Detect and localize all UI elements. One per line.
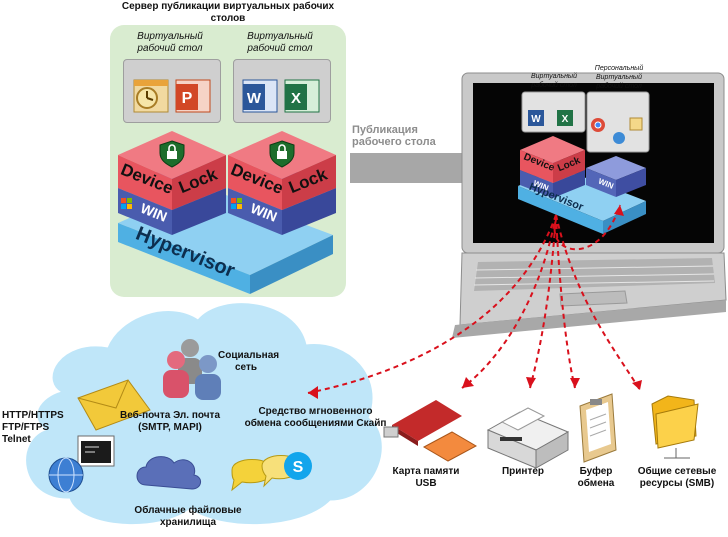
im-label: Средство мгновенного обмена сообщениями … <box>244 406 387 429</box>
devicelock-layer-right <box>228 131 336 210</box>
laptop-personal-label: Персональный Виртуальный рабочий стол <box>594 65 644 90</box>
lock-shield-icon <box>159 140 185 168</box>
windows-flag-icon <box>231 198 242 209</box>
excel-icon-small: X <box>557 110 573 126</box>
skype-icon: S <box>284 452 312 480</box>
envelope-icon <box>77 379 151 431</box>
outlook-calendar-icon <box>133 79 169 113</box>
terminal-icon <box>77 435 115 467</box>
usb-drive-icon <box>383 400 462 446</box>
windows-flag-icon <box>121 198 132 209</box>
svg-text:P: P <box>182 90 193 107</box>
svg-text:X: X <box>291 90 301 107</box>
clipboard-icon <box>579 393 617 463</box>
chrome-icon <box>591 118 605 132</box>
powerpoint-icon: P <box>175 79 211 113</box>
laptop-win-right <box>586 156 646 197</box>
excel-icon: X <box>284 79 320 113</box>
calendar-icon-small <box>629 117 643 131</box>
memory-card-icon <box>422 431 478 462</box>
webmail-label: Веб-почта Эл. почта (SMTP, MAPI) <box>119 410 221 433</box>
svg-text:S: S <box>293 459 304 476</box>
laptop-vdesk-label: Виртуальный рабочий стол <box>531 73 577 89</box>
server-title: Сервер публикации виртуальных рабочих ст… <box>121 1 335 24</box>
arrowheads <box>308 205 642 399</box>
protocols-label: HTTP/HTTPS FTP/FTPS Telnet <box>2 410 64 445</box>
thunderbird-icon <box>613 132 625 144</box>
clipboard-label: Буфер обмена <box>577 466 615 489</box>
printer-icon <box>486 407 570 469</box>
word-icon: W <box>242 79 278 113</box>
shares-label: Общие сетевые ресурсы (SMB) <box>637 466 717 489</box>
block-arrows <box>307 204 641 394</box>
publish-label: Публикация рабочего стола <box>352 124 436 148</box>
word-icon-small: W <box>528 110 544 126</box>
cloud-storage-icon <box>136 456 201 490</box>
globe-icon <box>48 457 84 493</box>
vdesk2-label: Виртуальный рабочий стол <box>247 31 313 54</box>
lock-shield-icon <box>269 140 295 168</box>
laptop-devicelock <box>520 136 585 183</box>
network-folder-icon <box>651 395 699 459</box>
svg-text:W: W <box>531 114 541 125</box>
vdesk1-label: Виртуальный рабочий стол <box>137 31 203 54</box>
social-users-icon <box>163 339 221 400</box>
usb-label: Карта памяти USB <box>392 466 460 489</box>
social-label: Социальная сеть <box>218 350 280 373</box>
svg-text:W: W <box>247 90 262 107</box>
svg-text:X: X <box>562 114 569 125</box>
printer-label: Принтер <box>501 466 545 477</box>
cloud-storage-label: Облачные файловые хранилища <box>134 505 242 528</box>
